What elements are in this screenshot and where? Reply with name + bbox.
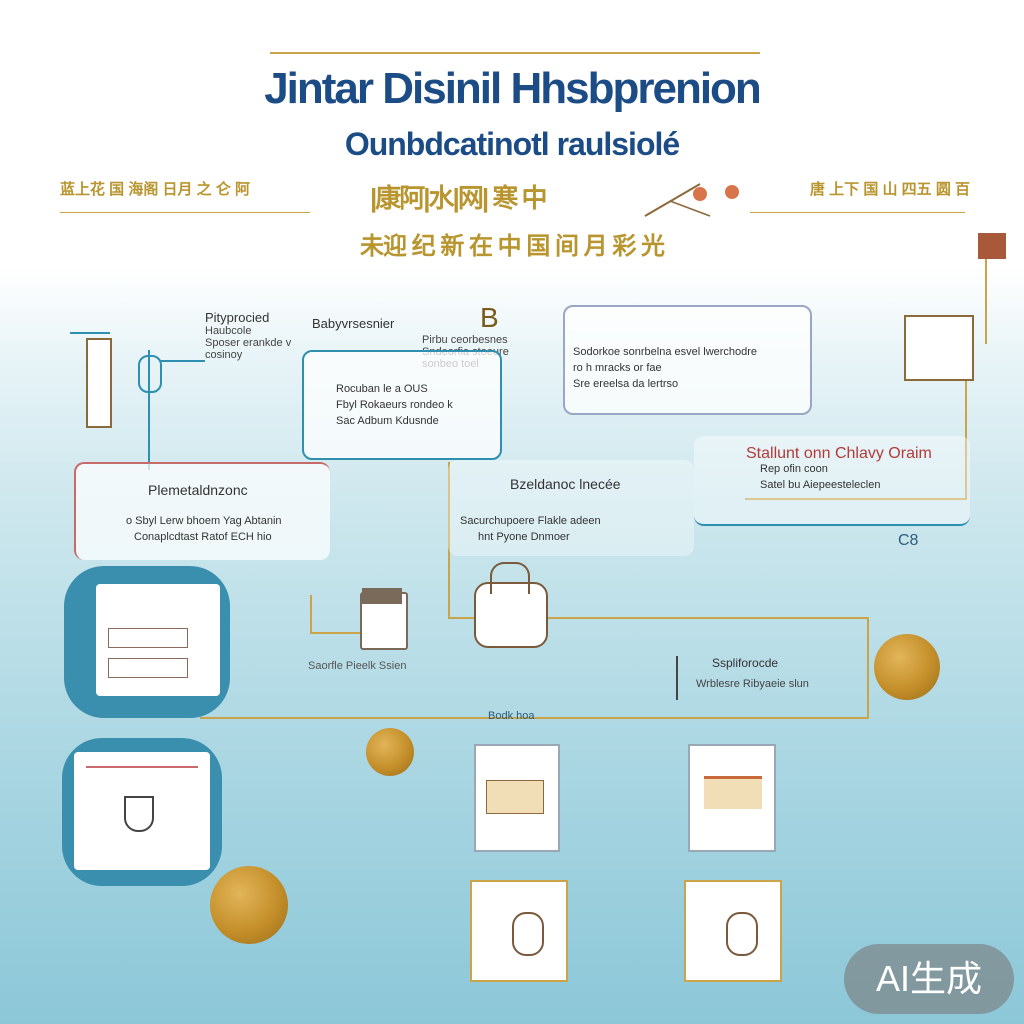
- node-4-line: ro h mracks or fae: [573, 361, 662, 374]
- node-7-title: Bzeldanoc lnecée: [510, 476, 621, 492]
- connector: [160, 360, 205, 362]
- monitor-device-1: [64, 566, 230, 718]
- monitor-2-screen: [74, 752, 210, 870]
- document-panel-4: [684, 880, 782, 982]
- connector: [448, 462, 450, 619]
- node-6-card: Plemetaldnzonc o Sbyl Lerw bhoem Yag Abt…: [74, 462, 330, 560]
- banner-right: 唐 上下 国 山 四五 圆 百: [809, 181, 970, 198]
- pillar-icon: [86, 338, 112, 428]
- page-title: Jintar Disinil Hhsbprenion: [264, 64, 762, 113]
- node-1: Pityprocied Haubcole Sposer erankde v co…: [205, 310, 305, 361]
- node-9: Sspliforocde Wrblesre Ribyaeie slun: [676, 656, 856, 690]
- node-8-label: C8: [898, 532, 919, 549]
- banner-underline-right: [750, 212, 965, 213]
- node-1-line: cosinoy: [205, 349, 243, 361]
- node-4-line: Sre ereelsa da lertrso: [573, 377, 679, 390]
- banner-underline-left: [60, 212, 310, 213]
- node-3-line: Fbyl Rokaeurs rondeo k: [336, 398, 453, 411]
- corner-flag-pole: [985, 259, 987, 344]
- node-5-card: Stallunt onn Chlavy Oraim Rep ofin coon …: [694, 436, 970, 526]
- picture-frame-icon: [904, 315, 974, 381]
- pillar-cap: [70, 332, 110, 334]
- connector: [310, 595, 312, 633]
- connector: [745, 498, 967, 500]
- monitor-1-field: [108, 658, 188, 678]
- connector: [310, 632, 360, 634]
- basket-handle-icon: [490, 562, 530, 594]
- ai-generated-badge: AI生成: [844, 944, 1014, 1014]
- document-panel-2: [688, 744, 776, 852]
- node-7-card: Bzeldanoc lnecée Sacurchupoere Flakle ad…: [448, 460, 694, 556]
- monitor-2-header: [86, 766, 198, 774]
- branch-illustration: [644, 183, 739, 217]
- gold-coin: [366, 728, 414, 776]
- node-6-title: Plemetaldnzonc: [148, 482, 248, 498]
- node-5-line: Satel bu Aiepeesteleclen: [760, 479, 881, 491]
- node-5-line: Rep ofin coon: [760, 463, 828, 475]
- node-7-line: Sacurchupoere Flakle adeen: [460, 515, 601, 527]
- node-3-line: Sac Adbum Kdusnde: [336, 414, 439, 427]
- document-panel-3: [470, 880, 568, 982]
- node-7-line: hnt Pyone Dnmoer: [478, 531, 570, 543]
- banner-left: 蓝上花 国 海阁 日月 之 仑 阿: [60, 181, 251, 198]
- node-9-title: Sspliforocde: [712, 656, 779, 670]
- node-6-line: o Sbyl Lerw bhoem Yag Abtanin: [126, 515, 282, 527]
- gold-coin: [210, 866, 288, 944]
- node-9-line: Wrblesre Ribyaeie slun: [696, 678, 809, 690]
- node-1-line: Haubcole: [205, 325, 252, 337]
- corner-flag: [978, 233, 1006, 259]
- monitor-1-field: [108, 628, 188, 648]
- document-2-image: [704, 776, 762, 809]
- vase-icon: [512, 912, 544, 956]
- node-3-letter: B: [480, 302, 499, 333]
- node-3-line: Rocuban le a OUS: [336, 383, 428, 395]
- gold-coin: [874, 634, 940, 700]
- node-4-card: Sodorkoe sonrbelna esvel lwerchodre ro h…: [563, 305, 812, 415]
- bag-handle-icon: [362, 588, 402, 604]
- bottom-mid-caption: Bodk hoa: [488, 710, 535, 722]
- title-rule: [270, 52, 760, 54]
- mask-icon: [124, 796, 154, 832]
- vase-icon: [726, 912, 758, 956]
- node-2-line: Pirbu ceorbesnes: [422, 334, 508, 346]
- bracket-icon: [138, 355, 162, 393]
- node-4-line: Sodorkoe sonrbelna esvel lwerchodre: [573, 346, 758, 358]
- page-subtitle: Ounbdcatinotl raulsiolé: [344, 126, 680, 162]
- node-2-title: Babyvrsesnier: [312, 316, 395, 331]
- node-1-line: Sposer erankde v: [205, 337, 292, 349]
- node-6-line: Conaplcdtast Ratof ECH hio: [134, 531, 272, 543]
- connector: [448, 617, 868, 619]
- document-1-image: [486, 780, 544, 814]
- document-panel-1: [474, 744, 560, 852]
- monitor-device-2: [62, 738, 222, 886]
- basket-icon: [474, 582, 548, 648]
- connector: [867, 617, 869, 717]
- bag-caption: Saorfle Pieelk Ssien: [308, 660, 407, 672]
- node-9-bracket: [676, 656, 678, 700]
- node-5-title: Stallunt onn Chlavy Oraim: [746, 445, 932, 462]
- banner-second-line: 未迎 纪 新 在 中 国 间 月 彩 光: [359, 233, 665, 260]
- connector: [148, 350, 150, 470]
- node-1-title: Pityprocied: [205, 310, 270, 325]
- banner-row: 蓝上花 国 海阁 日月 之 仑 阿 |康阿|水|网| 寒 中 唐 上下 国 山 …: [60, 178, 970, 213]
- banner-center: |康阿|水|网| 寒 中: [370, 183, 548, 213]
- connector: [200, 717, 869, 719]
- node-3-card: Rocuban le a OUS Fbyl Rokaeurs rondeo k …: [302, 350, 502, 460]
